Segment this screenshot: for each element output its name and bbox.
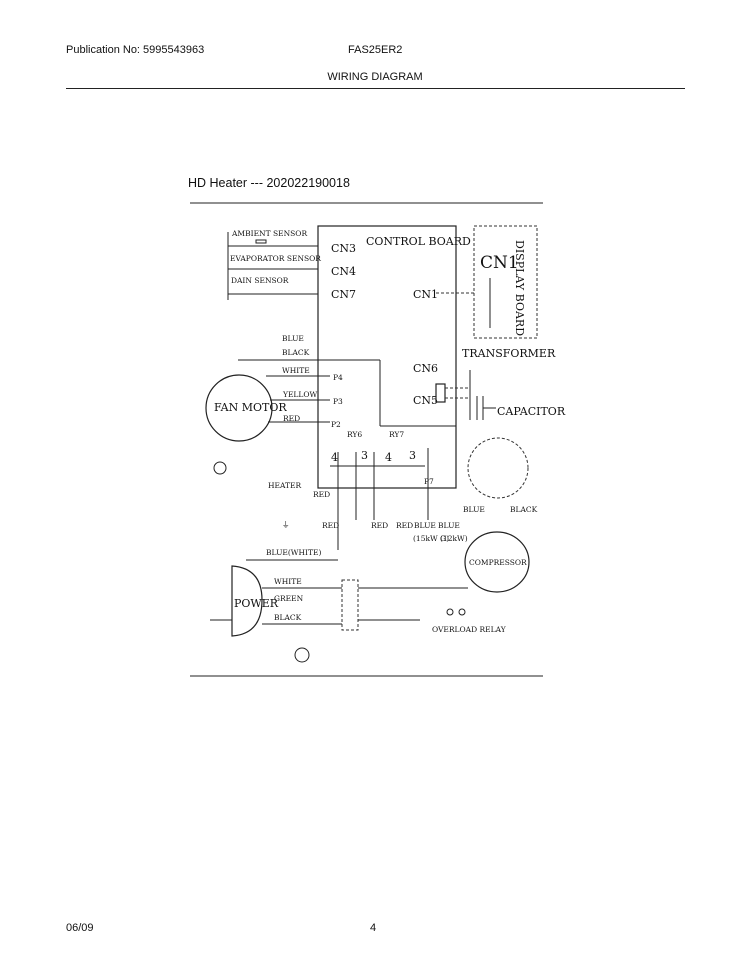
wire-blue-1: BLUE — [414, 521, 436, 530]
overload-relay-icon-a — [446, 608, 454, 616]
power-green-label: GREEN — [274, 594, 304, 603]
wire-blue-label: BLUE — [282, 334, 304, 343]
ground-icon-mid: ⏚ — [282, 520, 290, 529]
wire-white-label: WHITE — [282, 366, 310, 375]
ground-icon-left — [213, 461, 227, 475]
spec-2: (12kW) — [440, 534, 468, 543]
control-board-box — [317, 225, 457, 489]
power-label: POWER — [234, 597, 279, 610]
wire-black-comp: BLACK — [510, 505, 538, 514]
cn7-label: CN7 — [331, 288, 356, 301]
wire-blue-2: BLUE — [438, 521, 460, 530]
power-connector — [341, 579, 359, 631]
control-board-title: CONTROL BOARD — [366, 235, 471, 248]
display-cn1-label: CN1 — [480, 253, 519, 273]
display-board-label: DISPLAY BOARD — [513, 240, 526, 336]
wire-blue-comp: BLUE — [463, 505, 485, 514]
overload-relay-label: OVERLOAD RELAY — [432, 625, 507, 634]
p7-label: P7 — [424, 477, 434, 486]
compressor-label: COMPRESSOR — [469, 558, 527, 567]
wire-blue-white: BLUE(WHITE) — [266, 548, 321, 557]
ry6-label: RY6 — [347, 430, 362, 439]
overload-relay-icon-b — [458, 608, 466, 616]
ambient-sensor-label: AMBIENT SENSOR — [231, 229, 307, 238]
wire-red-2: RED — [322, 521, 339, 530]
terminal-3b: 3 — [409, 449, 416, 462]
terminal-3a: 3 — [361, 449, 368, 462]
capacitor-label: CAPACITOR — [497, 405, 566, 418]
cn5-label: CN5 — [413, 394, 438, 407]
power-white-label: WHITE — [274, 577, 302, 586]
wire-black-label: BLACK — [282, 348, 310, 357]
wire-yellow-label: YELLOW — [282, 390, 318, 399]
cn6-label: CN6 — [413, 362, 438, 375]
wire-red-1: RED — [313, 490, 330, 499]
transformer-label: TRANSFORMER — [462, 347, 556, 360]
cn3-label: CN3 — [331, 242, 356, 255]
display-board-box — [473, 225, 538, 339]
wire-red-4: RED — [396, 521, 413, 530]
page-number: 4 — [370, 922, 377, 934]
transformer-core — [435, 383, 446, 403]
p2-label: P2 — [331, 420, 341, 429]
drain-sensor-label: DAIN SENSOR — [231, 276, 289, 285]
footer-date: 06/09 — [66, 922, 94, 934]
ry7-label: RY7 — [389, 430, 404, 439]
terminal-4a: 4 — [331, 451, 338, 464]
cn4-label: CN4 — [331, 265, 356, 278]
publication-number: Publication No: 5995543963 — [66, 44, 205, 56]
power-black-label: BLACK — [274, 613, 302, 622]
evaporator-sensor-label: EVAPORATOR SENSOR — [230, 254, 321, 263]
wire-red-label: RED — [283, 414, 300, 423]
ground-icon-bottom — [294, 647, 310, 663]
compressor-symbol — [464, 531, 530, 593]
fan-motor-symbol — [205, 374, 273, 442]
spec-1: (15kW G) — [413, 534, 449, 543]
compressor-top-symbol — [467, 437, 529, 499]
heater-mark: HEATER — [268, 481, 301, 490]
wire-red-3: RED — [371, 521, 388, 530]
model-number: FAS25ER2 — [348, 44, 403, 56]
section-heading: HD Heater --- 202022190018 — [188, 176, 350, 190]
header-divider — [66, 88, 685, 89]
cn1-board-label: CN1 — [413, 288, 438, 301]
ambient-sensor-icon — [255, 239, 267, 244]
fan-motor-label: FAN MOTOR — [214, 401, 287, 414]
p3-label: P3 — [333, 397, 343, 406]
power-plug-symbol — [231, 565, 263, 637]
p4-label: P4 — [333, 373, 343, 382]
terminal-4b: 4 — [385, 451, 392, 464]
page-title: WIRING DIAGRAM — [327, 71, 423, 83]
